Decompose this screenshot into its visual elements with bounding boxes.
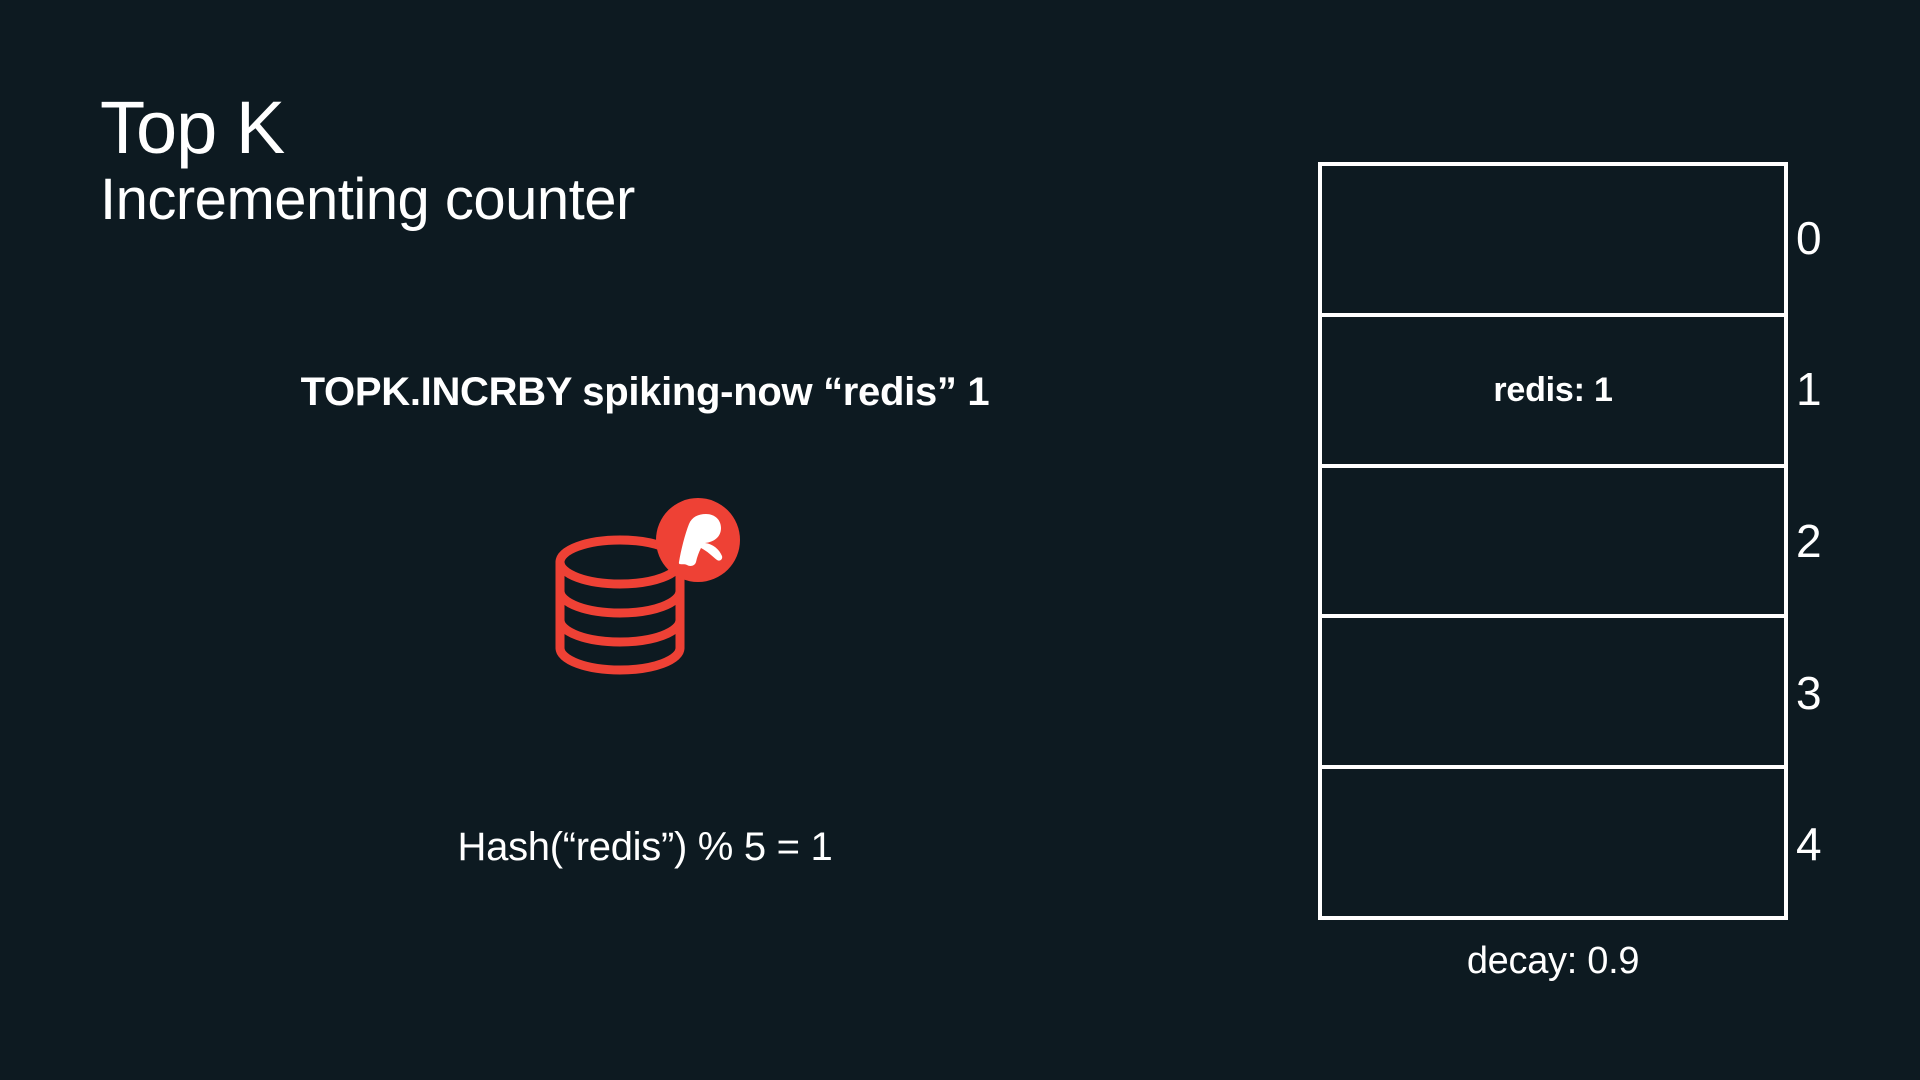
- bucket-index-label: 4: [1796, 818, 1822, 871]
- database-icon-container: [0, 490, 1290, 700]
- bucket-index-label: 3: [1796, 666, 1822, 719]
- heading-block: Top K Incrementing counter: [100, 86, 1000, 232]
- decay-label: decay: 0.9: [1466, 940, 1640, 982]
- redis-database-icon: [535, 490, 755, 700]
- table-row: [1322, 166, 1784, 317]
- page-subtitle: Incrementing counter: [100, 166, 635, 232]
- bucket-index-label: 0: [1796, 211, 1822, 264]
- bucket-index-label: 1: [1796, 363, 1822, 416]
- page-title: Top K: [100, 86, 285, 169]
- redis-logo-badge: [656, 498, 740, 582]
- command-text: TOPK.INCRBY spiking-now “redis” 1: [300, 370, 990, 414]
- bucket-table-grid: redis: 1: [1318, 162, 1788, 920]
- bucket-value: redis: 1: [1493, 370, 1613, 409]
- table-row: [1322, 468, 1784, 619]
- table-row: [1322, 769, 1784, 916]
- bucket-index-label: 2: [1796, 514, 1822, 567]
- hash-formula-text: Hash(“redis”) % 5 = 1: [457, 825, 833, 869]
- topk-bucket-table: redis: 1 0 1 2 3 4: [1318, 162, 1822, 920]
- bucket-index-column: 0 1 2 3 4: [1796, 162, 1866, 920]
- table-row: redis: 1: [1322, 317, 1784, 468]
- table-row: [1322, 618, 1784, 770]
